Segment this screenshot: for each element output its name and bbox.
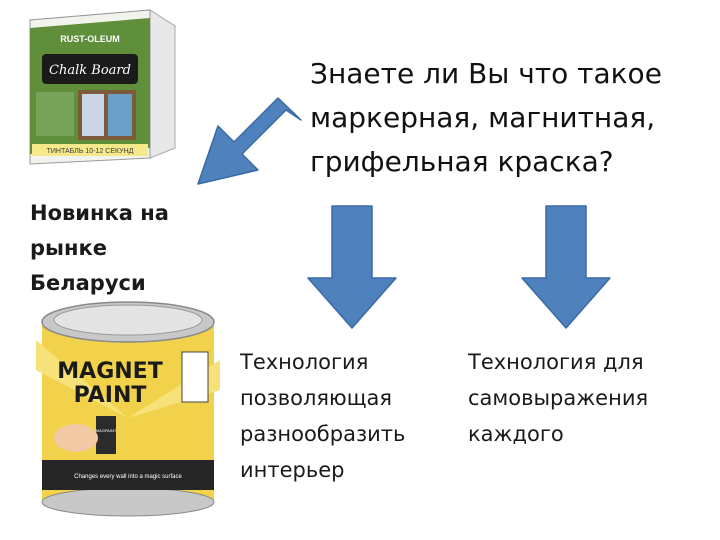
chalkboard-note: ТИНТАБЛЬ 10-12 СЕКУНД (47, 148, 134, 155)
col-left-line-2: позволяющая (240, 386, 392, 410)
magpaint-badge: MAGPAINT (96, 428, 117, 433)
side-note-line-2: рынке (30, 236, 108, 260)
chalkboard-label: Chalk Board (49, 63, 131, 78)
chalkboard-paint-can-image: Chalk Board RUST-OLEUM ТИНТАБЛЬ 10-12 СЕ… (28, 9, 177, 165)
headline-line-2: маркерная, магнитная, (310, 101, 656, 134)
new-product-note: Новинка на рынке Беларуси (30, 196, 210, 301)
magnet-bottom-text: Changes every wall into a magic surface (74, 474, 182, 480)
rustoleum-brand: RUST-OLEUM (60, 34, 120, 44)
magnet-label: MAGNET (57, 359, 162, 384)
magnet-paint-can-image: MAGNET PAINT MAGPAINT Changes every wall… (36, 301, 220, 517)
headline-line-3: грифельная краска? (310, 145, 614, 178)
headline-question: Знаете ли Вы что такое маркерная, магнит… (310, 52, 710, 184)
col-right-line-1: Технология для (468, 350, 644, 374)
column-right-text: Технология для самовыражения каждого (468, 344, 708, 452)
diagonal-arrow-icon (197, 97, 302, 185)
side-note-line-1: Новинка на (30, 201, 169, 225)
col-left-line-1: Технология (240, 350, 369, 374)
down-arrow-right-icon (521, 205, 611, 329)
col-right-line-2: самовыражения (468, 386, 649, 410)
col-right-line-3: каждого (468, 422, 564, 446)
headline-line-1: Знаете ли Вы что такое (310, 57, 662, 90)
side-note-line-3: Беларуси (30, 271, 146, 295)
column-left-text: Технология позволяющая разнообразить инт… (240, 344, 460, 488)
down-arrow-left-icon (307, 205, 397, 329)
col-left-line-3: разнообразить (240, 422, 406, 446)
paint-label: PAINT (74, 383, 147, 408)
col-left-line-4: интерьер (240, 458, 345, 482)
